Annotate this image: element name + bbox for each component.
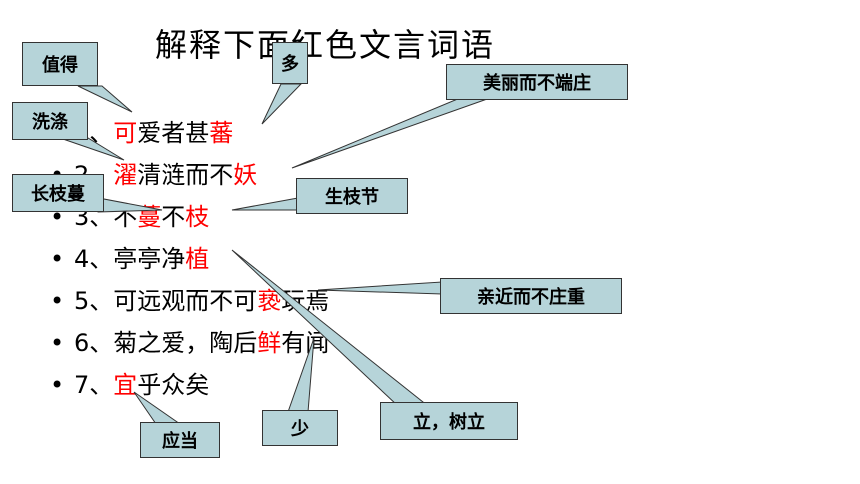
phrase-text: 6、菊之爱，陶后	[74, 329, 258, 357]
highlighted-word: 植	[185, 245, 210, 273]
callout-yingdang: 应当	[140, 422, 220, 458]
callout-meili: 美丽而不端庄	[446, 64, 628, 100]
bullet: •	[50, 329, 65, 357]
callout-shao: 少	[262, 410, 338, 446]
phrase-text: 乎众矣	[137, 371, 210, 399]
callout-duo: 多	[272, 42, 308, 84]
phrase-text: 清涟而不	[137, 161, 234, 189]
phrase-text: 爱者甚	[137, 119, 210, 147]
callout-changzhiman: 长枝蔓	[12, 174, 104, 212]
highlighted-word: 亵	[257, 287, 282, 315]
callout-shengzhijie: 生枝节	[296, 178, 408, 214]
callout-qinjin: 亲近而不庄重	[440, 278, 622, 314]
phrase-text: 7、	[74, 371, 114, 399]
list-item: •1、可爱者甚蕃	[50, 112, 329, 154]
phrase-list: •1、可爱者甚蕃•2、濯清涟而不妖•3、不蔓不枝•4、亭亭净植•5、可远观而不可…	[50, 112, 329, 406]
bullet: •	[50, 245, 65, 273]
bullet: •	[50, 371, 65, 399]
list-item: • 6、菊之爱，陶后鲜有闻	[50, 322, 329, 364]
highlighted-word: 可	[113, 119, 138, 147]
highlighted-word: 蕃	[209, 119, 234, 147]
phrase-text: 5、可远观而不可	[74, 287, 258, 315]
callout-zhide: 值得	[22, 42, 98, 86]
list-item: • 5、可远观而不可亵玩焉	[50, 280, 329, 322]
list-item: • 7、宜乎众矣	[50, 364, 329, 406]
bullet: •	[50, 287, 65, 315]
highlighted-word: 宜	[113, 371, 138, 399]
pointer-qinjin	[317, 281, 443, 295]
highlighted-word: 鲜	[257, 329, 282, 357]
phrase-text: 有闻	[281, 329, 330, 357]
phrase-text: 玩焉	[281, 287, 330, 315]
highlighted-word: 枝	[185, 203, 210, 231]
page-title: 解释下面红色文言词语	[155, 26, 496, 64]
highlighted-word: 妖	[233, 161, 258, 189]
callout-xidi: 洗涤	[12, 102, 88, 140]
highlighted-word: 蔓	[137, 203, 162, 231]
callout-lishuli: 立，树立	[380, 402, 518, 440]
phrase-text: 不	[161, 203, 186, 231]
highlighted-word: 濯	[113, 161, 138, 189]
phrase-text: 4、亭亭净	[74, 245, 186, 273]
list-item: •2、濯清涟而不妖	[50, 154, 329, 196]
list-item: • 4、亭亭净植	[50, 238, 329, 280]
